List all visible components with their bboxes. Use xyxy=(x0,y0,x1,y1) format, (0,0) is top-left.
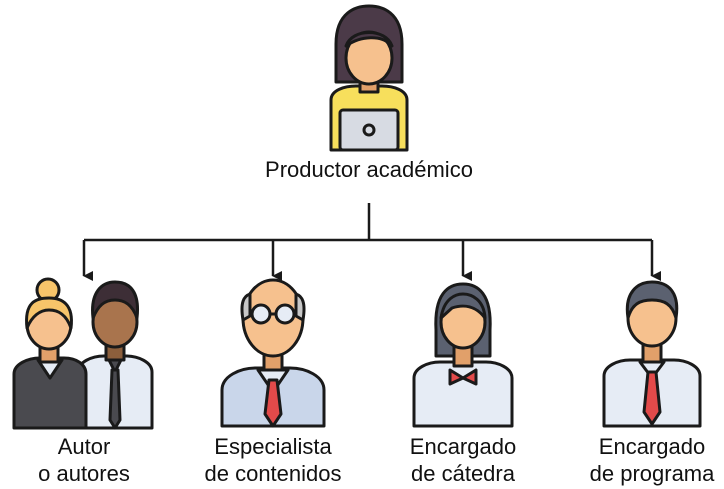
bald-man-glasses-icon xyxy=(220,278,326,428)
child-label-line1: Autor xyxy=(57,434,111,459)
child-label-line2: de contenidos xyxy=(204,461,342,486)
child-label-line2: de cátedra xyxy=(411,461,515,486)
child-label-line1: Encargado xyxy=(409,434,517,459)
woman-laptop-icon xyxy=(329,4,409,152)
root-label-text: Productor académico xyxy=(265,157,473,182)
man-necktie-icon xyxy=(602,280,702,428)
child-label-chair: Encargado de cátedra xyxy=(383,433,543,487)
child-label-line2: o autores xyxy=(38,461,130,486)
child-label-line2: de programa xyxy=(589,461,715,486)
child-label-specialist: Especialista de contenidos xyxy=(188,433,358,487)
root-label: Productor académico xyxy=(219,156,519,183)
connector-lines xyxy=(82,203,661,281)
child-label-line1: Encargado xyxy=(598,434,706,459)
woman-bow-tie-icon xyxy=(412,282,514,428)
child-label-authors: Autor o autores xyxy=(4,433,164,487)
child-label-line1: Especialista xyxy=(214,434,332,459)
authors-pair-icon xyxy=(12,277,154,430)
child-label-program: Encargado de programa xyxy=(580,433,724,487)
